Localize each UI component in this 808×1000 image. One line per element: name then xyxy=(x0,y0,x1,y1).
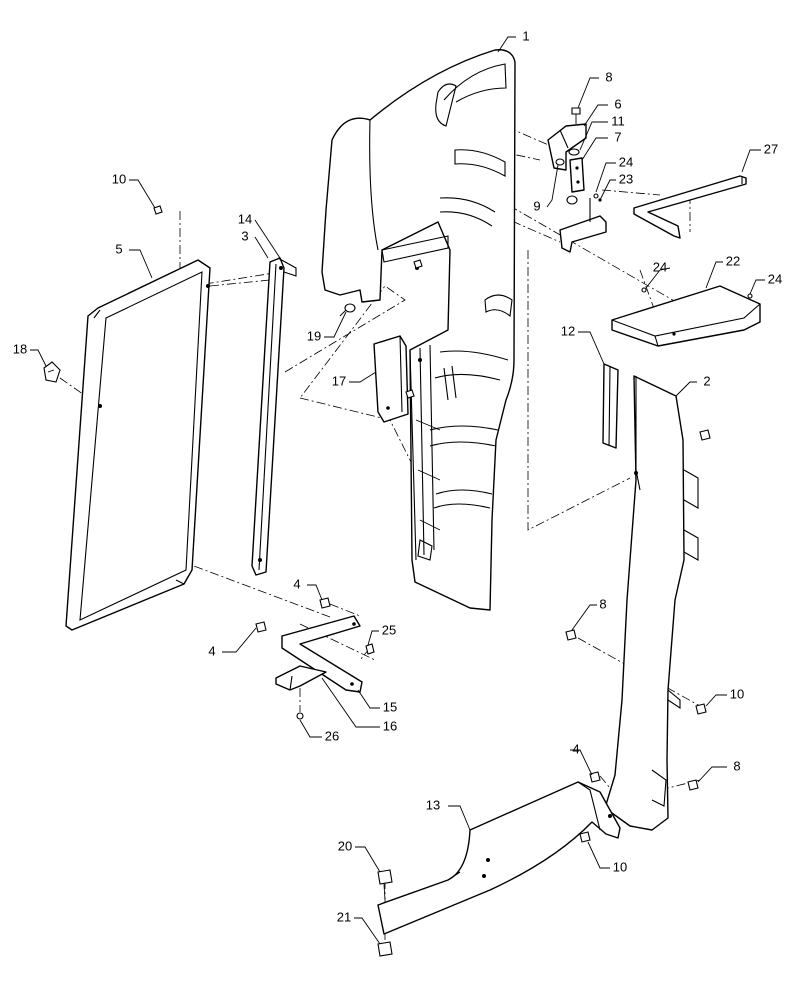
callout-c26: 26 xyxy=(325,728,339,743)
callout-c14: 14 xyxy=(238,211,252,226)
callout-c1: 1 xyxy=(522,28,529,43)
part-12-strip xyxy=(602,363,619,449)
callout-c12: 12 xyxy=(561,323,575,338)
callout-c8b: 8 xyxy=(599,596,606,611)
callout-c24b: 24 xyxy=(653,259,667,274)
callout-c19: 19 xyxy=(307,328,321,343)
part-23-bracket xyxy=(559,198,607,253)
callout-c22: 22 xyxy=(726,253,740,268)
part-11-washer xyxy=(568,148,580,156)
part-16-bracket xyxy=(275,665,327,691)
part-1-shroud xyxy=(321,49,516,611)
part-3-strip xyxy=(251,257,297,576)
part-13-lower-bracket xyxy=(377,781,621,935)
callout-c10b: 10 xyxy=(730,686,744,701)
callout-c13: 13 xyxy=(426,797,440,812)
callout-c24c: 24 xyxy=(768,271,782,286)
callout-labels: 1234445678889101010111213141516171819202… xyxy=(13,28,782,924)
callout-c8c: 8 xyxy=(733,758,740,773)
part-7-plate xyxy=(569,157,585,193)
callout-c27: 27 xyxy=(764,141,778,156)
callout-c17: 17 xyxy=(332,373,346,388)
callout-c2: 2 xyxy=(703,373,710,388)
callout-c15: 15 xyxy=(383,699,397,714)
callout-c18: 18 xyxy=(13,341,27,356)
part-2-side-panel xyxy=(604,375,699,831)
part-22-tray xyxy=(611,285,761,347)
part-15-bracket xyxy=(281,615,363,693)
hardware xyxy=(43,107,753,957)
callout-c8a: 8 xyxy=(605,69,612,84)
callout-c21: 21 xyxy=(337,909,351,924)
callout-c4a: 4 xyxy=(293,576,300,591)
callout-c11: 11 xyxy=(611,113,625,128)
callout-c3: 3 xyxy=(241,228,248,243)
callout-c25: 25 xyxy=(382,622,396,637)
callout-c4b: 4 xyxy=(208,643,215,658)
callout-c16: 16 xyxy=(383,718,397,733)
callout-c10c: 10 xyxy=(613,859,627,874)
callout-c20: 20 xyxy=(338,838,352,853)
callout-c10a: 10 xyxy=(112,171,126,186)
part-5-frame xyxy=(65,259,211,631)
callout-c5: 5 xyxy=(115,241,122,256)
part-6-clip xyxy=(547,123,587,171)
callout-c23: 23 xyxy=(619,171,633,186)
callout-c4c: 4 xyxy=(572,741,579,756)
leader-lines xyxy=(30,36,765,945)
part-17-bracket xyxy=(373,335,409,423)
part-27-rod xyxy=(633,175,747,239)
callout-c9: 9 xyxy=(533,198,540,213)
callout-c7: 7 xyxy=(614,129,621,144)
callout-c24a: 24 xyxy=(619,154,633,169)
callout-c6: 6 xyxy=(614,96,621,111)
